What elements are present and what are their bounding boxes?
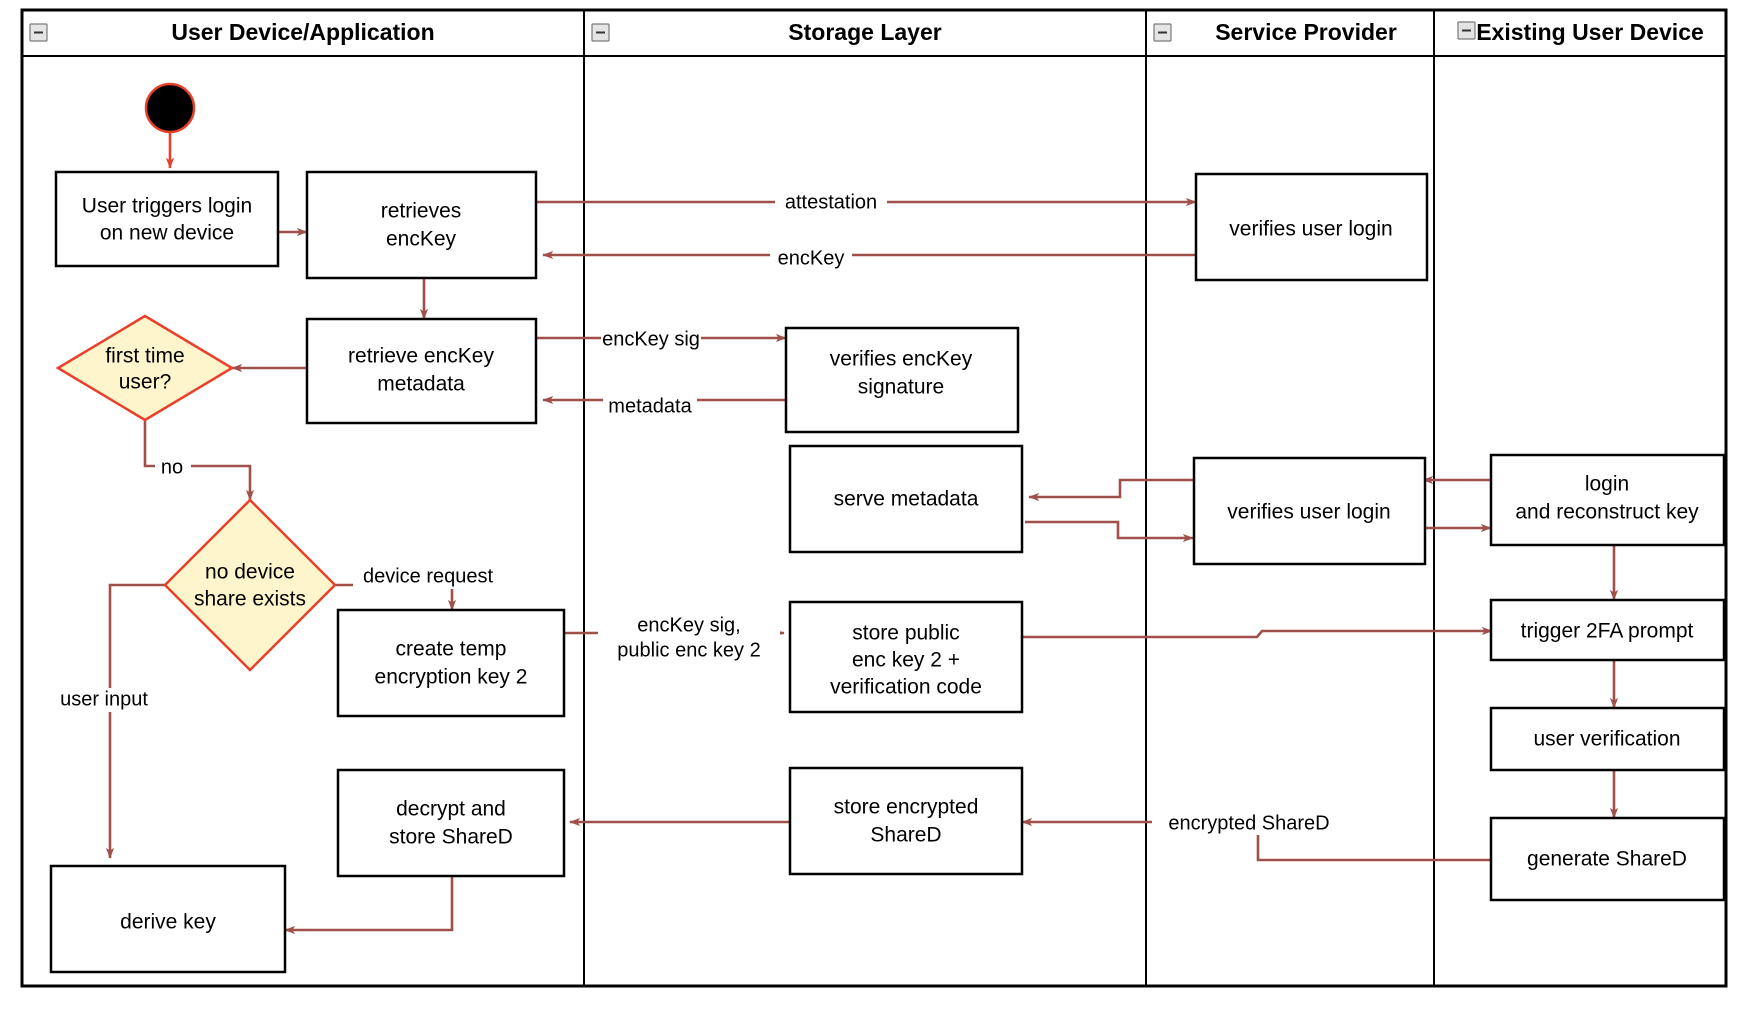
edge-label-enckey-sig: encKey sig <box>602 328 700 350</box>
lane-title-existing-device: Existing User Device <box>1476 19 1704 45</box>
node-label-line: store public <box>852 622 959 645</box>
node-verifies-user-login-1[interactable]: verifies user login <box>1194 172 1429 282</box>
collapse-icon-user-device[interactable] <box>29 23 48 42</box>
edge-label-bg-metadata <box>603 393 697 417</box>
edge-label-bg-user-input <box>48 688 160 712</box>
node-label-line: create temp <box>396 638 507 661</box>
node-derive-key[interactable]: derive key <box>49 864 287 974</box>
node-label-line: and reconstruct key <box>1515 501 1699 524</box>
node-label-line: store ShareD <box>389 826 513 849</box>
collapse-icon-existing-device[interactable] <box>1457 21 1476 40</box>
node-label-line: generate ShareD <box>1527 848 1687 871</box>
node-retrieves-enckey[interactable]: retrieves encKey <box>305 170 538 280</box>
node-label-line: ShareD <box>870 824 941 847</box>
node-label-line: metadata <box>377 373 465 396</box>
node-label-line: encKey <box>386 228 457 251</box>
edge-label-bg-no <box>155 455 191 477</box>
node-verifies-enckey-signature[interactable]: verifies encKey signature <box>784 326 1020 434</box>
node-label-line: user? <box>119 371 172 394</box>
node-label-line: retrieves <box>381 200 462 223</box>
node-create-temp-encryption-key[interactable]: create temp encryption key 2 <box>336 608 566 718</box>
node-label-line: login <box>1585 473 1629 496</box>
edge-label-bg-enckey <box>770 245 852 269</box>
edge-user-input <box>105 583 165 859</box>
edge-label-enckey: encKey <box>778 247 845 269</box>
edge-label-encrypted-shared: encrypted ShareD <box>1168 812 1329 834</box>
edge-label-no: no <box>161 456 183 478</box>
node-label-line: derive key <box>120 911 216 934</box>
node-user-verification[interactable]: user verification <box>1489 706 1726 772</box>
node-label-line: verifies user login <box>1227 501 1390 524</box>
edge-label-bg-encrypted-shared <box>1152 811 1344 835</box>
node-label-line: signature <box>858 376 944 399</box>
node-label-line: first time <box>105 345 184 368</box>
lane-header-storage[interactable] <box>583 9 1147 57</box>
edge-layer: attestation encKey encKey sig metadata n… <box>48 125 1619 935</box>
node-user-triggers-login[interactable]: User triggers login on new device <box>54 170 280 268</box>
edge-label-bg-device-request <box>353 565 495 589</box>
edge-decrypt-to-derive <box>284 876 454 935</box>
edge-label-bg-sig-pub2 <box>598 611 780 657</box>
node-label-line: User triggers login <box>82 195 252 218</box>
node-login-reconstruct-key[interactable]: login and reconstruct key <box>1489 453 1726 547</box>
lane-title-user-device: User Device/Application <box>171 19 434 45</box>
edge-encrypted-shared <box>1021 817 1494 862</box>
edge-label-bg-attestation <box>775 190 887 214</box>
node-label-line: share exists <box>194 588 306 611</box>
node-label-line: encryption key 2 <box>375 666 528 689</box>
edge-label-attestation: attestation <box>785 191 877 213</box>
node-no-device-share-exists[interactable]: no device share exists <box>163 498 337 672</box>
edge-label-sig-pub2-line1: encKey sig, <box>637 614 740 636</box>
node-label-line: enc key 2 + <box>852 649 960 672</box>
node-decrypt-store-shared[interactable]: decrypt and store ShareD <box>336 768 566 878</box>
node-verifies-user-login-2[interactable]: verifies user login <box>1192 456 1427 566</box>
node-layer: User triggers login on new device retrie… <box>49 82 1726 974</box>
node-generate-shared[interactable]: generate ShareD <box>1489 816 1726 902</box>
node-label-line: user verification <box>1533 728 1680 751</box>
collapse-icon-storage[interactable] <box>591 23 610 42</box>
node-label-line: serve metadata <box>834 488 979 511</box>
node-label-line: store encrypted <box>834 796 979 819</box>
edge-no <box>143 420 255 501</box>
lane-title-storage: Storage Layer <box>788 19 941 45</box>
node-label-line: verifies encKey <box>830 348 973 371</box>
initial-node[interactable] <box>144 82 196 134</box>
edge-serve-metadata-to-sp <box>1025 520 1194 543</box>
collapse-icon-service-provider[interactable] <box>1153 23 1172 42</box>
node-label-line: no device <box>205 561 295 584</box>
node-label-line: decrypt and <box>396 798 506 821</box>
node-retrieve-enckey-metadata[interactable]: retrieve encKey metadata <box>305 317 538 425</box>
node-first-time-user[interactable]: first time user? <box>55 314 235 422</box>
node-store-encrypted-shared[interactable]: store encrypted ShareD <box>788 766 1024 876</box>
edge-label-sig-pub2-line2: public enc key 2 <box>617 639 760 661</box>
node-label-line: retrieve encKey <box>348 345 494 368</box>
node-label-line: verification code <box>830 676 982 699</box>
node-label-line: verifies user login <box>1229 218 1392 241</box>
edge-label-metadata: metadata <box>608 395 692 417</box>
lane-titles: User Device/Application Storage Layer Se… <box>29 19 1704 45</box>
diagram-outer-border <box>20 8 1728 988</box>
edge-pub2-to-2fa <box>1022 626 1493 639</box>
edge-sp-to-serve-metadata <box>1028 478 1194 502</box>
node-label-line: trigger 2FA prompt <box>1521 620 1694 643</box>
lane-header-user-device[interactable] <box>21 9 585 57</box>
node-trigger-2fa-prompt[interactable]: trigger 2FA prompt <box>1489 598 1726 662</box>
node-store-public-enc-key[interactable]: store public enc key 2 + verification co… <box>788 600 1024 714</box>
node-label-line: on new device <box>100 222 234 245</box>
edge-label-user-input: user input <box>60 688 148 710</box>
edge-label-bg-enckey-sig <box>601 327 701 351</box>
edge-label-device-request: device request <box>363 565 494 587</box>
node-serve-metadata[interactable]: serve metadata <box>788 444 1024 554</box>
lane-title-service-provider: Service Provider <box>1215 19 1397 45</box>
